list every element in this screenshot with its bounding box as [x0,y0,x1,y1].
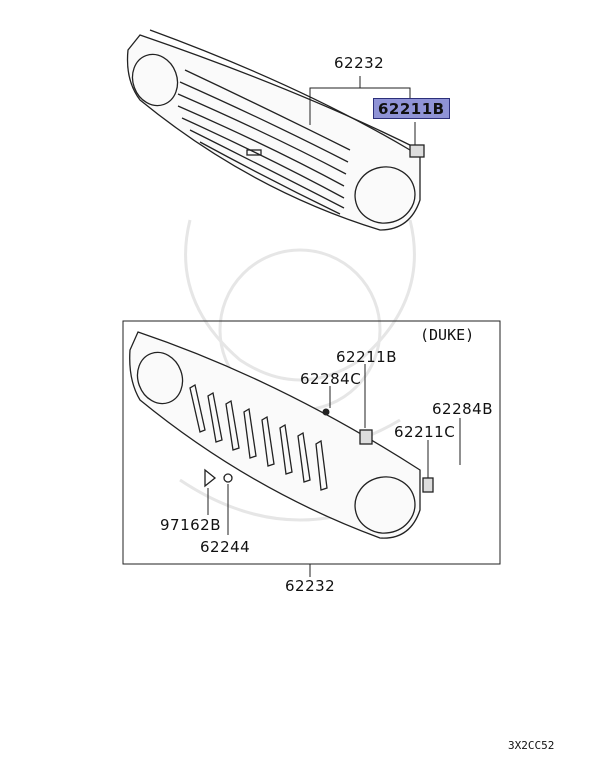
lower-grille [129,331,434,539]
part-label-62284c[interactable]: 62284C [300,370,362,388]
diagram-code: 3X2CC52 [508,739,555,752]
lower-assembly-label: 62232 [285,577,336,595]
part-label-62211c[interactable]: 62211C [394,423,456,441]
part-label-62244[interactable]: 62244 [200,538,251,556]
lower-callout-lines [207,364,461,577]
highlighted-part-label[interactable]: 62211B [373,98,450,119]
upper-callout-lines [309,76,416,145]
duke-frame [122,320,501,565]
part-label-62284b[interactable]: 62284B [432,400,494,418]
part-label-97162b[interactable]: 97162B [160,516,222,534]
upper-assembly-label: 62232 [334,54,385,72]
variant-label: (DUKE) [420,326,475,344]
upper-grille [126,29,425,231]
part-label-62211b[interactable]: 62211B [336,348,398,366]
